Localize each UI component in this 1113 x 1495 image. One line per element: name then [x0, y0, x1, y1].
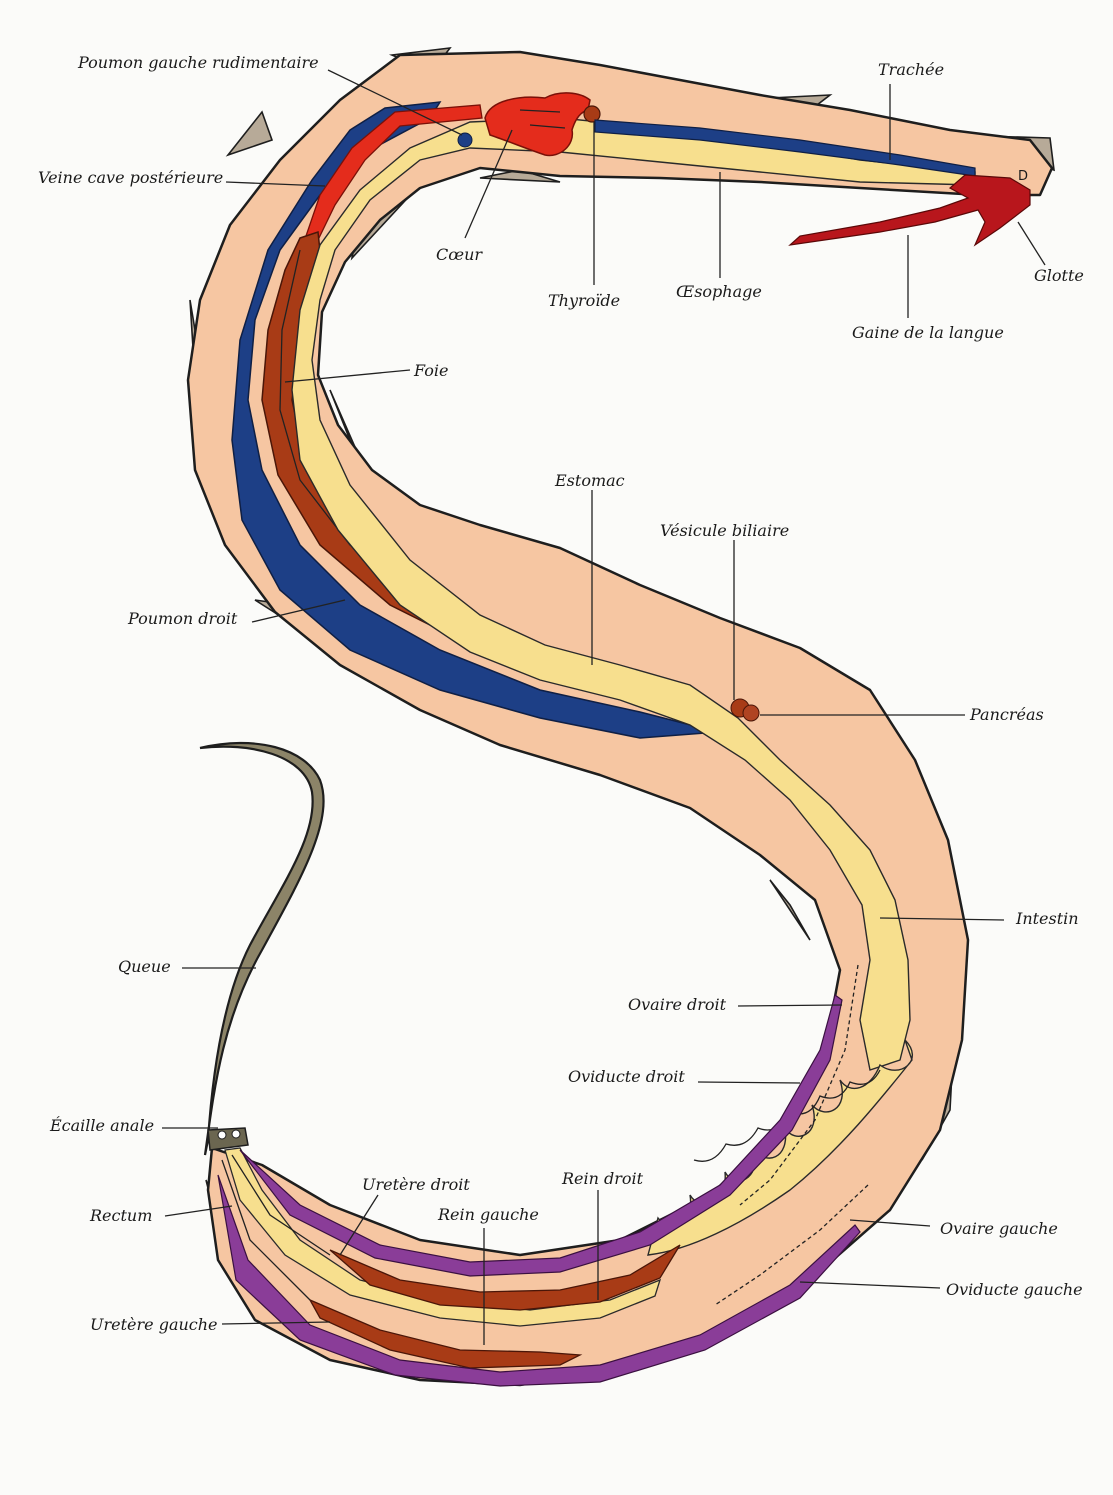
label-oviducte-droit: Oviducte droit — [568, 1067, 685, 1086]
left-lung-rudiment — [458, 133, 472, 147]
head-letter: D — [1018, 169, 1028, 184]
label-gaine: Gaine de la langue — [852, 323, 1004, 342]
label-ecaille: Écaille anale — [49, 1115, 154, 1135]
label-vesicule: Vésicule biliaire — [660, 521, 789, 540]
label-estomac: Estomac — [554, 471, 625, 490]
label-poumon-droit: Poumon droit — [127, 609, 238, 628]
tail — [200, 743, 324, 1155]
anal-scale — [208, 1128, 248, 1150]
label-thyroide: Thyroïde — [548, 291, 620, 310]
label-foie: Foie — [413, 361, 448, 380]
label-poumon-gauche: Poumon gauche rudimentaire — [77, 53, 319, 72]
label-rein-gauche: Rein gauche — [437, 1205, 539, 1224]
label-trachee: Trachée — [878, 60, 944, 79]
label-glotte: Glotte — [1034, 266, 1084, 285]
label-ovaire-gauche: Ovaire gauche — [940, 1219, 1058, 1238]
label-veine-cave: Veine cave postérieure — [38, 168, 223, 187]
label-rectum: Rectum — [89, 1206, 152, 1225]
label-pancreas: Pancréas — [969, 705, 1044, 724]
label-coeur: Cœur — [436, 245, 483, 264]
label-ovaire-droit: Ovaire droit — [628, 995, 727, 1014]
label-uretere-gauche: Uretère gauche — [90, 1315, 218, 1334]
label-oesophage: Œsophage — [676, 282, 762, 301]
label-intestin: Intestin — [1015, 909, 1079, 928]
label-queue: Queue — [118, 957, 171, 976]
label-uretere-droit: Uretère droit — [362, 1175, 470, 1194]
label-rein-droit: Rein droit — [561, 1169, 644, 1188]
pancreas — [743, 705, 759, 721]
label-oviducte-gauche: Oviducte gauche — [946, 1280, 1083, 1299]
